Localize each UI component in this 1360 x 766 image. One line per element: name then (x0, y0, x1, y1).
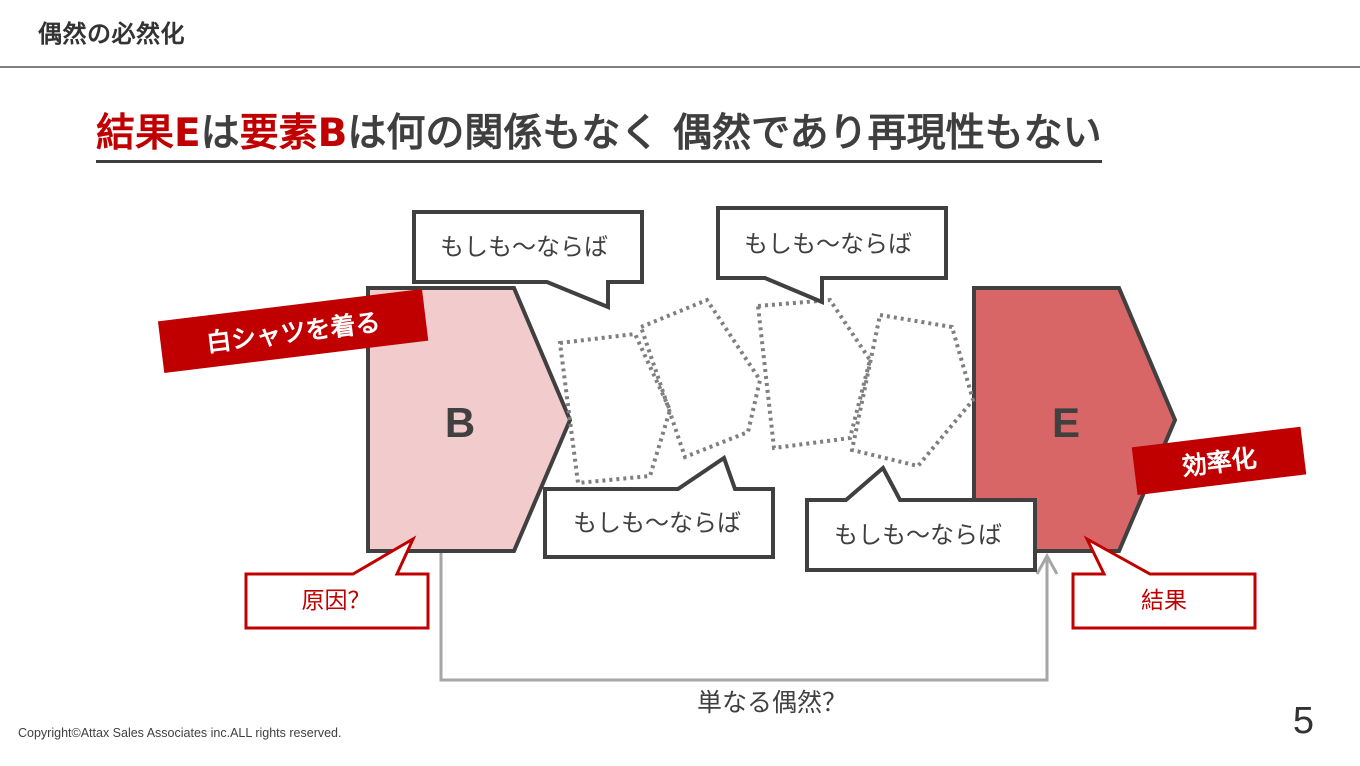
block-e-letter: E (1052, 399, 1080, 446)
dotted-possibility-shape (849, 312, 976, 469)
headline-part-result: 結果E (96, 111, 201, 156)
copyright-notice: Copyright©Attax Sales Associates inc.ALL… (18, 726, 342, 740)
what-if-bubble (716, 206, 948, 306)
what-if-bubble-text: もしも～ならば (440, 233, 608, 261)
dotted-possibility-shape (755, 297, 873, 451)
what-if-bubble-text: もしも～ならば (744, 230, 912, 258)
page-title: 偶然の必然化 (38, 20, 185, 48)
headline: 結果Eは要素Bは何の関係もなく 偶然であり再現性もない (96, 108, 1102, 163)
what-if-bubble (412, 210, 644, 310)
headline-part-particle: は (200, 111, 240, 156)
result-callout-text: 結果 (1141, 588, 1187, 614)
page-number: 5 (1292, 700, 1314, 742)
headline-part-rest: は何の関係もなく 偶然であり再現性もない (347, 111, 1102, 156)
result-callout (1071, 535, 1257, 630)
what-if-bubble-text: もしも～ならば (834, 521, 1002, 549)
dotted-possibility-shape (638, 297, 763, 460)
what-if-bubble-text: もしも～ならば (573, 509, 741, 537)
what-if-bubble (805, 464, 1037, 572)
cause-callout-text: 原因？ (302, 588, 371, 614)
factor-tag: 白シャツを着る (157, 288, 429, 374)
connector-label: 単なる偶然？ (697, 688, 847, 717)
what-if-bubble (543, 454, 775, 559)
dotted-possibility-shape (557, 331, 673, 486)
outcome-tag: 効率化 (1131, 426, 1307, 496)
block-b-shape (366, 286, 573, 553)
cause-callout (244, 535, 430, 630)
coincidence-connector (439, 552, 1049, 682)
connector-arrowhead (1035, 552, 1059, 575)
header-divider (0, 66, 1360, 68)
block-b-letter: B (445, 399, 475, 446)
headline-part-factor: 要素B (239, 111, 348, 156)
